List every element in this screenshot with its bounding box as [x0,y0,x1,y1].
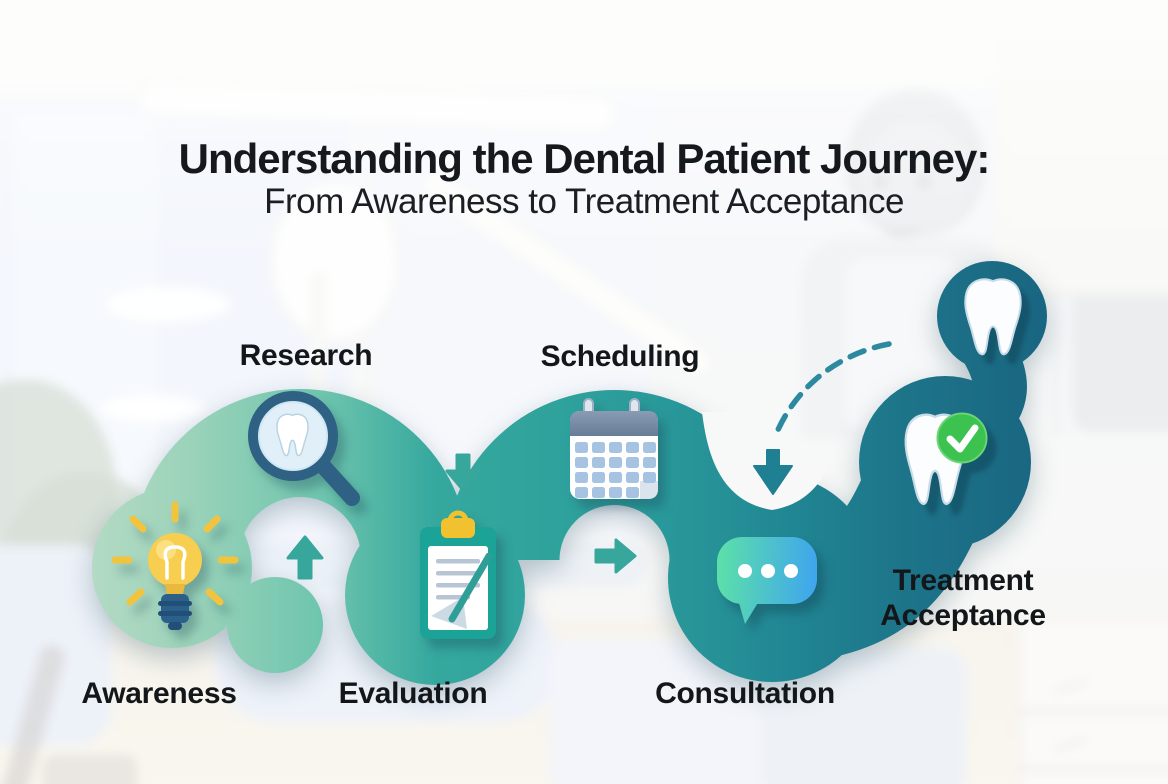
check-mark [946,424,979,453]
stage-label-research: Research [239,339,373,372]
paper-line [436,571,480,576]
bulb-base-ridge [158,611,192,616]
awareness-blob-lobe [227,577,323,673]
dashed-curve [774,341,892,435]
title-line1: Understanding the Dental Patient Journey… [178,135,991,182]
calendar-header [570,411,658,436]
stage-label-scheduling: Scheduling [540,340,700,373]
dashed-arrowhead [753,449,793,495]
lightbulb-rays [111,501,239,606]
page-title: Understanding the Dental Patient Journey… [0,136,1168,222]
paper-line [436,559,480,564]
right-arrow-icon [594,538,637,574]
check-pen [448,552,493,623]
magnifier-handle [316,459,360,506]
bulb-neck [165,584,185,595]
treatment-label-line1: Treatment [892,564,1034,597]
stage-label-treatment-acceptance: Treatment Acceptance [880,563,1046,633]
dashed-curve-arrow-icon [753,341,892,495]
stage-label-consultation: Consultation [655,677,835,710]
tooth-check-icon [904,412,988,506]
up-arrow-icon [286,535,324,580]
clipboard-checklist-icon [420,510,496,639]
calendar-grid [575,442,656,498]
check-circle-rim [936,412,988,464]
calendar-fold [640,481,658,499]
bulb-filament [163,545,187,580]
stage-label-awareness: Awareness [81,677,237,710]
bulb-base [161,594,189,623]
white-wash-top [0,0,1168,267]
stage-label-evaluation: Evaluation [338,677,488,710]
magnifier-rim [248,391,338,481]
down-arrow-icon [445,453,481,492]
lightbulb-icon [111,501,239,630]
magnifier-tooth-icon [248,391,360,506]
bulb-base-tip [168,622,182,630]
calendar-icon [570,398,658,499]
chat-dot [761,564,775,578]
clipboard-clip [441,518,475,538]
title-line2: From Awareness to Treatment Acceptance [264,182,904,221]
chat-dot [784,564,798,578]
chat-dot [738,564,752,578]
bulb-base-ridge [158,601,192,606]
flow-arrows [286,453,637,580]
chat-bubble-icon [717,537,817,624]
bulb-glass [148,533,202,587]
treatment-label-line2: Acceptance [880,599,1046,632]
